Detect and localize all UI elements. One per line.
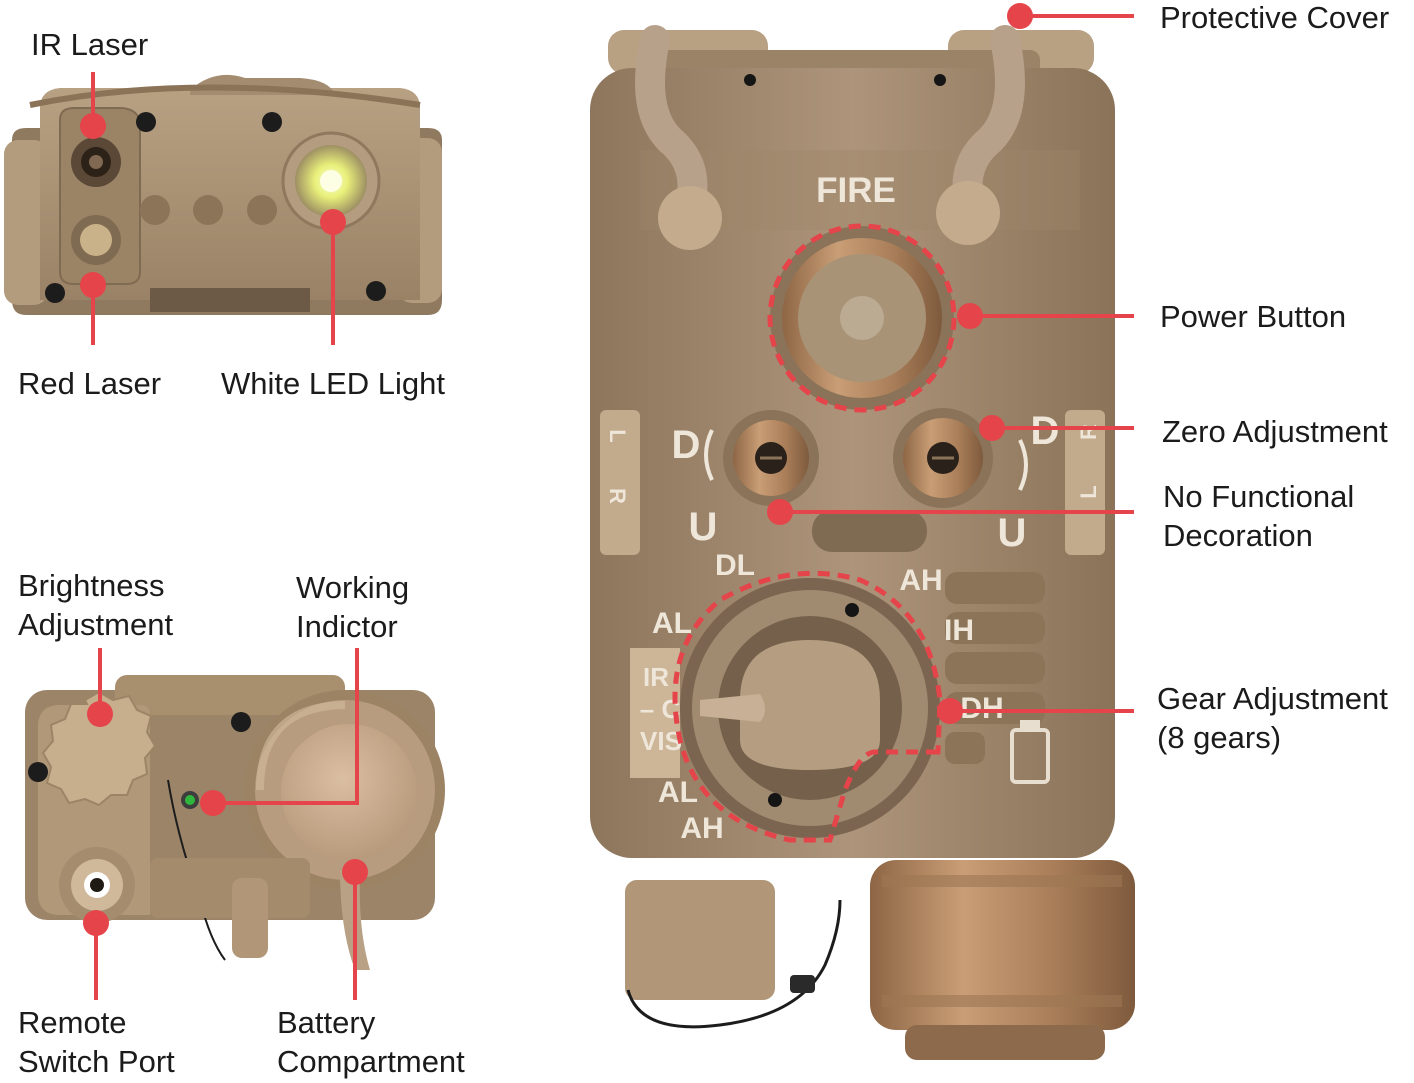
power-button-dot (957, 303, 983, 329)
label-remote-line2: Switch Port (18, 1044, 175, 1079)
label-red-laser: Red Laser (18, 366, 162, 401)
marking-d-left: D (672, 423, 701, 467)
callout-markers (80, 3, 1134, 1000)
marking-al-top: AL (652, 607, 692, 640)
label-remote-line1: Remote (18, 1005, 127, 1040)
protective-cover-dot (1007, 3, 1033, 29)
label-power-button: Power Button (1160, 299, 1347, 334)
ir-laser-dot (80, 113, 106, 139)
marking-dh: DH (960, 692, 1003, 725)
marking-u-left: U (689, 505, 718, 549)
label-battery-line2: Compartment (277, 1044, 465, 1079)
label-no-functional-line1: No Functional (1163, 479, 1355, 514)
front-view-device (4, 74, 442, 315)
working-indicator-dot (200, 790, 226, 816)
gear-adjustment-dot (937, 698, 963, 724)
marking-vis: VIS (640, 726, 682, 756)
marking-ih: IH (944, 614, 974, 647)
power-button-highlight (767, 223, 957, 413)
marking-ir: IR (643, 662, 669, 692)
main-face-device: FIRE D D U U DL AH IH DH AL IR – C VIS A… (590, 25, 1135, 1060)
label-white-led: White LED Light (221, 366, 445, 401)
rear-view-device (25, 675, 445, 970)
label-ir-laser: IR Laser (31, 27, 149, 62)
marking-u-right: U (998, 511, 1027, 555)
marking-d-right: D (1031, 409, 1060, 453)
marking-ah-top: AH (899, 564, 942, 597)
battery-dot (342, 859, 368, 885)
marking-r-left: R (605, 488, 630, 504)
label-protective-cover: Protective Cover (1160, 0, 1390, 35)
marking-al-bottom: AL (658, 776, 698, 809)
label-working-line2: Indictor (296, 609, 398, 644)
label-brightness-line1: Brightness (18, 568, 165, 603)
marking-dl: DL (715, 549, 755, 582)
label-brightness-line2: Adjustment (18, 607, 174, 642)
marking-l-left: L (605, 429, 630, 442)
remote-dot (83, 910, 109, 936)
marking-l-right: L (1076, 485, 1101, 498)
label-gear-adjustment-line1: Gear Adjustment (1157, 681, 1388, 716)
brightness-dot (87, 701, 113, 727)
white-led-dot (320, 209, 346, 235)
marking-ah-bottom: AH (680, 812, 723, 845)
no-functional-dot (767, 499, 793, 525)
label-no-functional-line2: Decoration (1163, 518, 1313, 553)
red-laser-dot (80, 272, 106, 298)
marking-fire: FIRE (816, 171, 896, 210)
label-battery-line1: Battery (277, 1005, 376, 1040)
gear-dial-highlight (672, 570, 943, 843)
label-working-line1: Working (296, 570, 410, 605)
label-zero-adjustment: Zero Adjustment (1162, 414, 1388, 449)
zero-adjustment-dot (979, 415, 1005, 441)
label-gear-adjustment-line2: (8 gears) (1157, 720, 1282, 755)
